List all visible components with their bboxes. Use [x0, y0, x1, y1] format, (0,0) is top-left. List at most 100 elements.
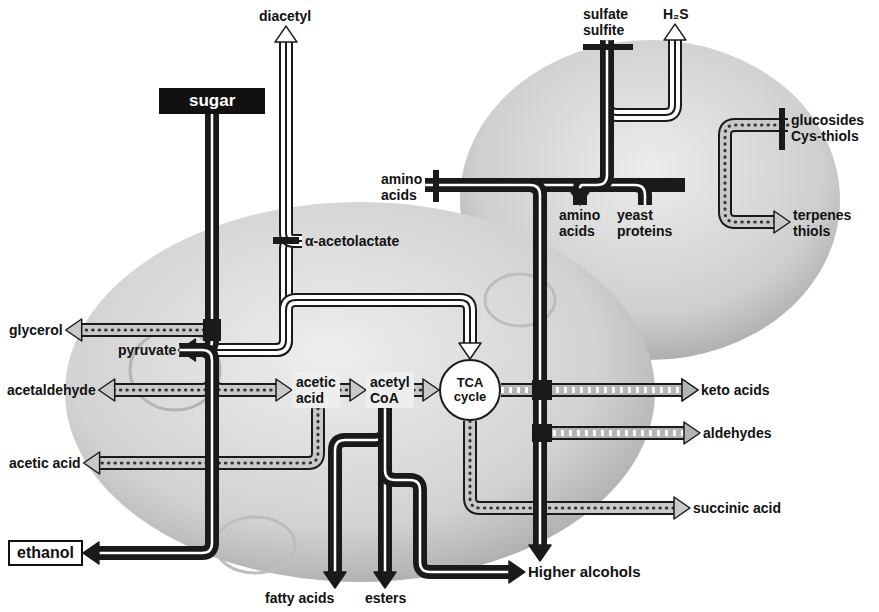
pipe-fill	[179, 300, 470, 350]
node-text: diacetyl	[259, 8, 311, 24]
arrow-head	[529, 545, 551, 561]
node-text: aldehydes	[703, 425, 771, 441]
pipe-flow-line	[425, 185, 540, 547]
node-text: fatty acids	[265, 590, 334, 606]
arrow-head	[275, 26, 297, 42]
arrow-head	[99, 379, 115, 401]
pipe-flow-line	[286, 40, 302, 241]
pipe-outline	[335, 408, 385, 574]
arrow-head	[459, 343, 481, 359]
metabolite-label: fatty acids	[262, 588, 337, 608]
junction-block	[203, 319, 221, 341]
metabolite-label: amino acids	[556, 205, 603, 241]
metabolite-label: acetaldehyde	[4, 380, 99, 400]
pipe-flow-line	[580, 40, 607, 191]
metabolite-label: acetyl CoA	[366, 372, 414, 408]
node-text: Higher alcohols	[528, 563, 641, 580]
cycle-circle: TCA cycle	[439, 359, 501, 421]
node-text: yeast proteins	[617, 207, 672, 239]
arrow-head	[374, 572, 396, 588]
pipe-fill	[725, 125, 788, 222]
node-text: acetaldehyde	[7, 382, 96, 398]
pipe-outline	[80, 114, 212, 331]
pipe-outline	[580, 40, 607, 191]
pipe-outline	[97, 350, 212, 553]
enzyme-bar	[273, 237, 299, 244]
arrow-head	[84, 452, 100, 474]
product-box: ethanol	[8, 540, 83, 566]
metabolite-label: glycerol	[6, 320, 66, 340]
pipe-flow-line	[80, 114, 212, 331]
junction-block	[532, 380, 552, 400]
metabolite-label: aldehydes	[700, 423, 774, 443]
pathway-pipe	[425, 185, 551, 561]
node-text: glycerol	[9, 322, 63, 338]
enzyme-bar	[779, 108, 785, 150]
node-text: terpenes thiols	[793, 207, 851, 239]
node-text: acetyl CoA	[370, 374, 410, 406]
arrow-head	[83, 542, 99, 564]
pipe-flow-line	[97, 350, 212, 553]
node-text: TCA cycle	[441, 376, 499, 405]
metabolite-label: terpenes thiols	[790, 205, 854, 241]
enzyme-bar	[433, 170, 439, 202]
metabolite-label: acetic acid	[6, 453, 84, 473]
arrow-head	[509, 561, 525, 583]
pathway-pipe	[179, 350, 292, 401]
metabolite-label: H₂S	[660, 4, 692, 24]
pipe-flow-line	[335, 408, 385, 574]
node-text: acetic acid	[296, 374, 336, 406]
arrow-head	[423, 379, 439, 401]
node-text: α-acetolactate	[305, 233, 399, 249]
metabolite-label: yeast proteins	[614, 205, 675, 241]
pathway-pipe	[324, 408, 385, 588]
metabolite-label: pyruvate	[115, 340, 179, 360]
pathway-pipe	[569, 40, 607, 205]
node-text: ethanol	[17, 544, 74, 562]
metabolite-label: sulfate sulfite	[580, 4, 631, 40]
arrow-head	[569, 189, 591, 205]
pipe-flow-line	[193, 114, 212, 351]
metabolite-label: succinic acid	[690, 498, 784, 518]
node-text: succinic acid	[693, 500, 781, 516]
arrow-head	[350, 379, 366, 401]
node-text: keto acids	[701, 382, 769, 398]
pathway-pipe	[414, 379, 439, 401]
arrow-head	[324, 572, 346, 588]
metabolite-label: acetic acid	[292, 372, 340, 408]
pathway-pipe	[275, 26, 302, 241]
pathway-pipe	[83, 350, 212, 564]
junction-block	[532, 424, 552, 442]
pipe-outline	[385, 408, 511, 572]
vacuole	[215, 517, 295, 573]
arrow-head	[66, 319, 82, 341]
metabolite-label: α-acetolactate	[302, 231, 402, 251]
arrow-head	[674, 497, 690, 519]
node-text: pyruvate	[118, 342, 176, 358]
node-text: sugar	[189, 91, 235, 111]
pathway-pipe	[179, 300, 481, 359]
pathway-pipe	[340, 379, 366, 401]
node-text: acetic acid	[9, 455, 81, 471]
metabolite-label: glucosides Cys-thiols	[788, 110, 867, 146]
pathway-pipe	[84, 408, 318, 474]
arrow-head	[664, 24, 686, 40]
node-text: glucosides Cys-thiols	[791, 112, 864, 144]
pipe-outline	[286, 40, 302, 241]
node-text: sulfate sulfite	[583, 6, 628, 38]
arrow-head	[684, 422, 700, 444]
arrow-head	[276, 379, 292, 401]
enzyme-bar	[583, 44, 633, 50]
pathway-pipe	[385, 408, 525, 583]
arrow-head	[682, 379, 698, 401]
arrow-head	[774, 211, 790, 233]
substrate-box: sugar	[159, 88, 265, 114]
pipe-flow-line	[385, 408, 511, 572]
pipe-outline	[425, 185, 540, 547]
pipe-flow-line	[179, 300, 470, 350]
metabolite-label: amino acids	[378, 169, 425, 205]
metabolite-label: Higher alcohols	[525, 561, 644, 582]
node-text: esters	[365, 590, 406, 606]
